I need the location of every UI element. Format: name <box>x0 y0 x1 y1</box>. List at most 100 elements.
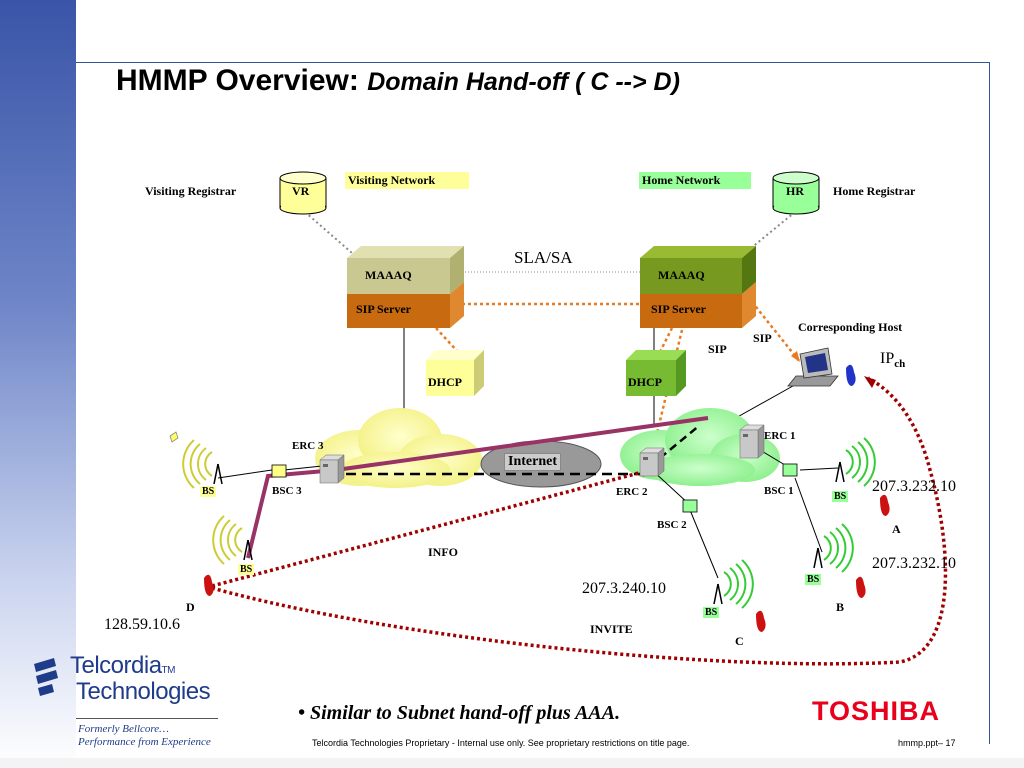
sidebar-gradient <box>0 0 76 768</box>
bsc3-label: BSC 3 <box>272 485 302 497</box>
title-main: HMMP Overview: <box>116 64 359 97</box>
bs-b-label: BS <box>805 574 822 585</box>
mobile-c-label: C <box>735 634 744 648</box>
erc2-label: ERC 2 <box>616 486 648 498</box>
bsc1-icon <box>782 463 798 477</box>
telcordia-tm: TM <box>161 665 176 676</box>
sip-label-2: SIP <box>708 342 727 356</box>
ip-ch-main: IP <box>880 350 895 367</box>
page-number: hmmp.ppt– 17 <box>898 738 956 748</box>
dhcp-right-label: DHCP <box>628 375 662 389</box>
invite-signal <box>211 376 948 666</box>
dhcp-right-link <box>658 327 674 353</box>
vr-link <box>304 211 353 254</box>
erc1-router-icon <box>739 424 765 459</box>
sip-host-link <box>751 301 801 363</box>
bsc1-label: BSC 1 <box>764 485 794 497</box>
sip-server-left-box <box>347 282 464 328</box>
bs-c-tower-icon <box>713 559 754 609</box>
host-phone-icon <box>846 364 856 386</box>
vr-label: VR <box>292 184 310 198</box>
bs-bsc3-link <box>217 469 273 479</box>
vr-database-icon <box>279 171 327 215</box>
dhcp-left-label: DHCP <box>428 375 462 389</box>
telcordia-formerly: Formerly Bellcore… <box>78 723 169 735</box>
frame-right-line <box>989 62 990 744</box>
bs-a-label: BS <box>832 491 849 502</box>
bs-d-bottom-label: BS <box>238 564 255 575</box>
frame-top-line <box>76 62 990 63</box>
hr-database-icon <box>772 171 820 215</box>
hr-link <box>744 211 796 254</box>
ip-d-label: 128.59.10.6 <box>104 616 180 633</box>
footer-proprietary: Telcordia Technologies Proprietary - Int… <box>312 738 690 748</box>
hr-label: HR <box>786 184 804 198</box>
ip-a-label: 207.3.232.10 <box>872 478 956 495</box>
telcordia-logo-mark <box>34 658 58 696</box>
maaaq-left-label: MAAAQ <box>365 268 412 282</box>
ip-b-label: 207.3.232.10 <box>872 555 956 572</box>
dhcp-right-box <box>626 350 686 396</box>
ip-ch-sub: ch <box>894 358 906 371</box>
bsc3-erc3-link <box>283 465 323 471</box>
handoff-path <box>246 416 709 559</box>
corresponding-host-label: Corresponding Host <box>798 320 903 334</box>
bsc2-bs-link <box>689 509 719 579</box>
invite-label: INVITE <box>590 622 633 636</box>
ip-c-label: 207.3.240.10 <box>582 580 666 597</box>
home-network-label: Home Network <box>639 172 751 189</box>
internet-label: Internet <box>504 453 561 471</box>
mobile-d-icon <box>204 574 214 596</box>
sip-server-right-box <box>640 282 756 328</box>
telcordia-divider <box>76 718 218 719</box>
bsc1-bs-a-link <box>799 467 839 471</box>
title-subtitle: Domain Hand-off ( C --> D) <box>367 68 680 96</box>
bullet-point: • Similar to Subnet hand-off plus AAA. <box>298 702 621 724</box>
ip-ch-label: IPch <box>880 350 905 370</box>
erc3-router-icon <box>319 454 345 484</box>
bsc2-icon <box>682 499 698 513</box>
bs-a-tower-icon <box>835 437 876 487</box>
antenna-icon <box>169 431 179 443</box>
dhcp-left-box <box>426 350 484 396</box>
bs-d-bottom-tower-icon <box>212 515 253 565</box>
telcordia-name: Telcordia <box>70 652 162 679</box>
bsc3-icon <box>271 464 287 478</box>
erc1-label: ERC 1 <box>764 430 796 442</box>
telcordia-wordmark-line2: Technologies <box>76 678 211 705</box>
mobile-b-icon <box>856 576 866 598</box>
visiting-registrar-label: Visiting Registrar <box>145 184 237 198</box>
invite-arrow <box>864 376 876 388</box>
mobile-a-icon <box>880 494 890 516</box>
info-label: INFO <box>428 545 458 559</box>
maaaq-right-box <box>640 246 756 294</box>
mobile-c-icon <box>756 610 766 632</box>
laptop-icon <box>787 347 839 387</box>
sip-server-right-label: SIP Server <box>651 302 706 316</box>
erc2-router-icon <box>639 447 665 477</box>
tunnel-line-right <box>659 424 701 459</box>
bs-c-label: BS <box>703 607 720 618</box>
toshiba-logo: TOSHIBA <box>812 696 941 726</box>
bs-d-top-tower-icon <box>182 439 223 489</box>
home-registrar-label: Home Registrar <box>833 184 916 198</box>
bsc2-label: BSC 2 <box>657 519 687 531</box>
slide-title: HMMP Overview: Domain Hand-off ( C --> D… <box>116 64 680 98</box>
sip-host-arrow <box>791 351 800 362</box>
visiting-network-label: Visiting Network <box>345 172 469 189</box>
bs-b-tower-icon <box>813 523 854 573</box>
sip-server-left-label: SIP Server <box>356 302 411 316</box>
mobile-b-label: B <box>836 600 845 614</box>
mobile-d-label: D <box>186 600 195 614</box>
maaaq-right-label: MAAAQ <box>658 268 705 282</box>
bottom-bar <box>0 758 1024 768</box>
sla-label: SLA/SA <box>514 248 573 267</box>
telcordia-tagline: Performance from Experience <box>78 736 211 748</box>
maaaq-left-box <box>347 246 464 294</box>
erc3-label: ERC 3 <box>292 440 324 452</box>
telcordia-wordmark-line1: TelcordiaTM <box>70 652 176 680</box>
bsc1-bs-b-link <box>794 477 823 553</box>
dhcp-left-link <box>435 327 459 353</box>
bs-d-top-label: BS <box>200 486 217 497</box>
